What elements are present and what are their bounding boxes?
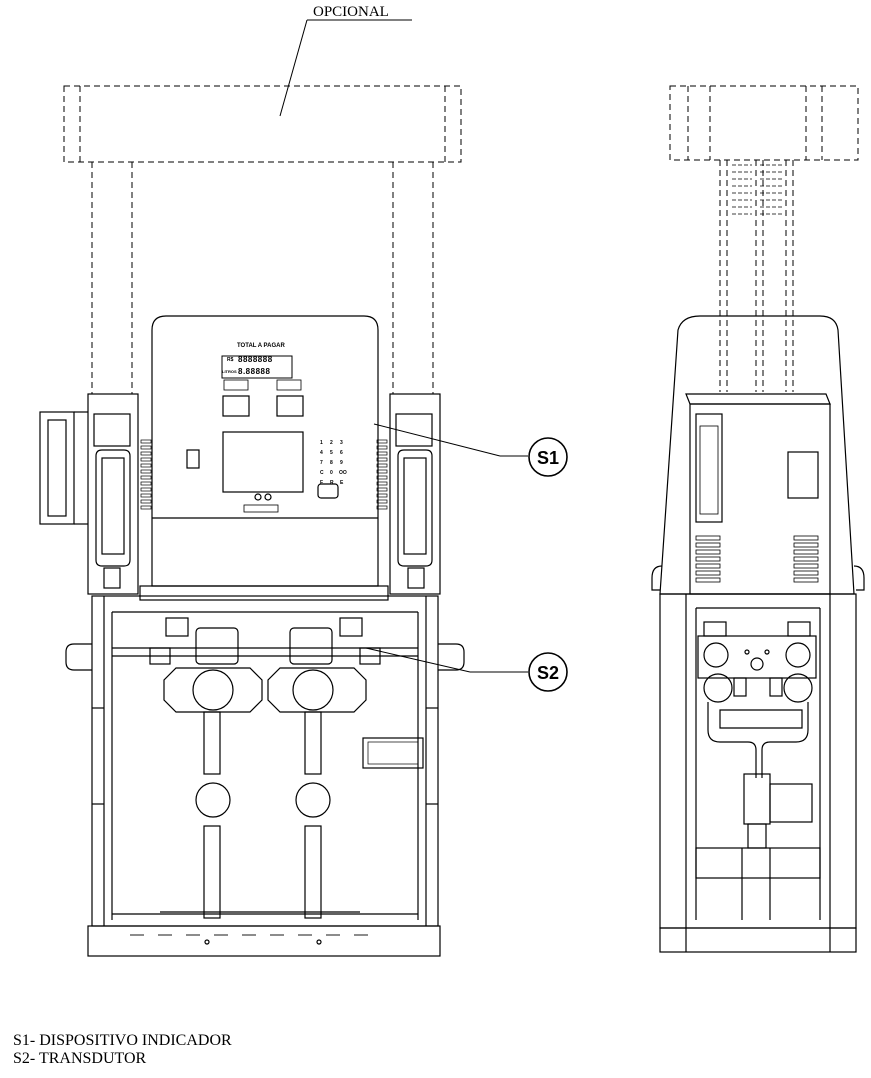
legend-line-s1: S1- DISPOSITIVO INDICADOR <box>13 1032 232 1049</box>
keypad-key: E <box>340 480 344 486</box>
callout-s2: S2 <box>365 647 568 692</box>
keypad-key: 0 <box>330 470 333 476</box>
keypad-key: 8 <box>330 460 333 466</box>
side-vent-grid <box>732 164 782 215</box>
keypad-key: F <box>320 480 323 486</box>
keypad-key: R <box>330 480 334 486</box>
display-panel: TOTAL A PAGAR R$ 8888888 LITROS 8.88888 <box>222 343 285 376</box>
display-row2-value: 8.88888 <box>238 367 270 376</box>
optional-canopy-front <box>63 85 462 394</box>
display-title: TOTAL A PAGAR <box>237 343 285 349</box>
keypad-key: OO <box>339 470 347 476</box>
callout-s1: S1 <box>373 423 568 477</box>
optional-label: OPCIONAL <box>313 4 389 20</box>
keypad-key: 4 <box>320 450 323 456</box>
callout-s1-label: S1 <box>537 448 559 468</box>
pump-side-view <box>651 315 865 953</box>
keypad-key: 1 <box>320 440 323 446</box>
keypad-key: 9 <box>340 460 343 466</box>
keypad-key: 2 <box>330 440 333 446</box>
optional-canopy-side <box>669 85 859 392</box>
callout-s2-label: S2 <box>537 663 559 683</box>
display-row1-value: 8888888 <box>238 355 273 364</box>
keypad-key: 6 <box>340 450 343 456</box>
keypad-key: 3 <box>340 440 343 446</box>
keypad: 1 2 3 4 5 6 7 8 9 C 0 OO F R E <box>320 440 347 486</box>
legend-line-s2: S2- TRANSDUTOR <box>13 1050 147 1067</box>
keypad-key: 5 <box>330 450 333 456</box>
display-row1-unit: R$ <box>227 357 234 363</box>
pump-front-view <box>39 315 465 957</box>
display-row2-unit: LITROS <box>222 369 237 374</box>
keypad-key: 7 <box>320 460 323 466</box>
keypad-key: C <box>320 470 324 476</box>
